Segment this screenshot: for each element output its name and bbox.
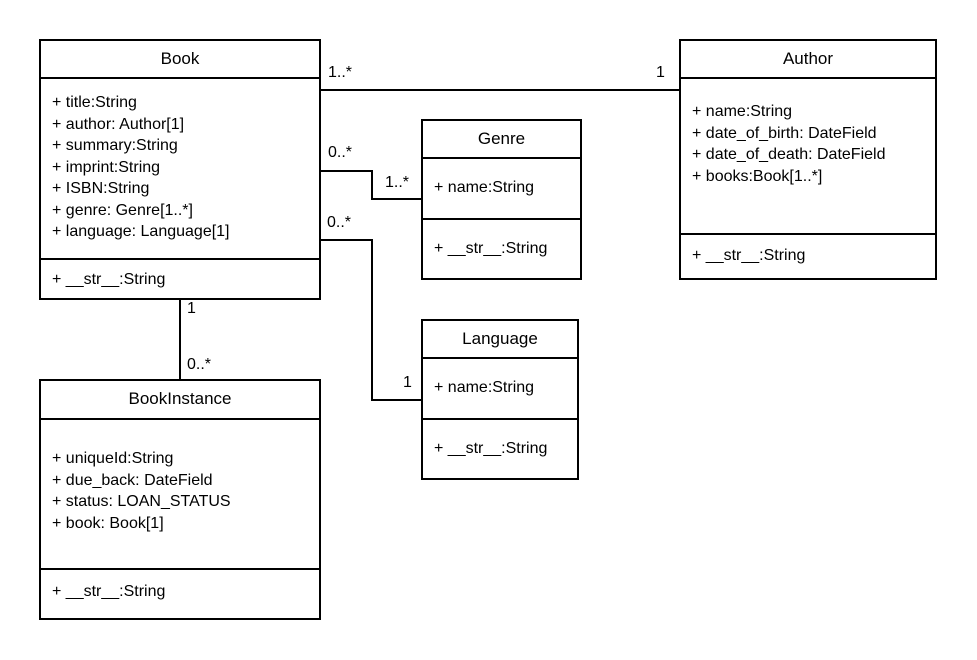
- genre-attributes: + name:String: [434, 177, 576, 199]
- book-bookinstance-multiplicity-instance-end: 0..*: [187, 356, 212, 373]
- bookinstance-attribute: + status: LOAN_STATUS: [52, 493, 231, 510]
- bookinstance-name-separator: [41, 418, 319, 420]
- bookinstance-attribute: + book: Book[1]: [52, 514, 164, 532]
- book-attribute: + ISBN:String: [52, 180, 150, 197]
- genre-class-name: Genre: [477, 129, 526, 148]
- book-attributes: + title:String + author: Author[1] + sum…: [52, 92, 315, 243]
- bookinstance-attribute: + due_back: DateField: [52, 471, 213, 489]
- bookinstance-method: + __str__:String: [52, 583, 166, 600]
- author-attribute: + books:Book[1..*]: [692, 167, 823, 185]
- book-author-multiplicity-author-end: 1: [656, 64, 665, 81]
- book-language-multiplicity-book-end: 0..*: [327, 214, 352, 231]
- author-name-separator: [681, 77, 935, 79]
- book-class: Book + title:String + author: Author[1] …: [39, 39, 321, 300]
- book-attribute: + imprint:String: [52, 158, 161, 176]
- book-author-multiplicity-book-end: 1..*: [328, 64, 353, 81]
- book-class-name: Book: [160, 49, 200, 68]
- bookinstance-methods-separator: [41, 568, 319, 570]
- language-class-name: Language: [462, 329, 538, 348]
- genre-name-separator: [423, 157, 580, 159]
- author-attribute: + date_of_birth: DateField: [692, 124, 877, 142]
- book-genre-multiplicity-book-end: 0..*: [328, 144, 353, 161]
- bookinstance-class-name: BookInstance: [128, 389, 232, 408]
- bookinstance-class: BookInstance + uniqueId:String + due_bac…: [39, 379, 321, 620]
- book-attribute: + author: Author[1]: [52, 115, 185, 133]
- bookinstance-attribute: + uniqueId:String: [52, 450, 174, 467]
- book-genre-multiplicity-genre-end: 1..*: [385, 174, 410, 191]
- author-methods: + __str__:String: [692, 245, 931, 267]
- language-attribute: + name:String: [434, 379, 535, 396]
- author-attribute: + name:String: [692, 103, 793, 120]
- bookinstance-methods: + __str__:String: [52, 581, 315, 603]
- language-attributes: + name:String: [434, 377, 573, 399]
- language-name-separator: [423, 357, 577, 359]
- language-class: Language + name:String + __str__:String: [421, 319, 579, 480]
- book-methods: + __str__:String: [52, 269, 315, 291]
- book-attribute: + genre: Genre[1..*]: [52, 201, 193, 219]
- author-attribute: + date_of_death: DateField: [692, 146, 886, 163]
- book-bookinstance-multiplicity-book-end: 1: [187, 300, 196, 317]
- genre-attribute: + name:String: [434, 179, 535, 196]
- genre-methods-separator: [423, 218, 580, 220]
- language-methods-separator: [423, 418, 577, 420]
- genre-methods: + __str__:String: [434, 238, 576, 260]
- book-attribute: + language: Language[1]: [52, 223, 230, 240]
- author-methods-separator: [681, 233, 935, 235]
- language-methods: + __str__:String: [434, 438, 573, 460]
- book-language-multiplicity-language-end: 1: [403, 374, 412, 391]
- book-attribute: + title:String: [52, 94, 137, 111]
- bookinstance-attributes: + uniqueId:String + due_back: DateField …: [52, 448, 315, 534]
- author-method: + __str__:String: [692, 247, 806, 264]
- book-methods-separator: [41, 258, 319, 260]
- author-attributes: + name:String + date_of_birth: DateField…: [692, 101, 931, 187]
- book-name-separator: [41, 77, 319, 79]
- book-method: + __str__:String: [52, 271, 166, 288]
- language-method: + __str__:String: [434, 440, 548, 457]
- book-attribute: + summary:String: [52, 137, 178, 154]
- author-class: Author + name:String + date_of_birth: Da…: [679, 39, 937, 280]
- genre-class: Genre + name:String + __str__:String: [421, 119, 582, 280]
- author-class-name: Author: [782, 49, 834, 68]
- genre-method: + __str__:String: [434, 240, 548, 257]
